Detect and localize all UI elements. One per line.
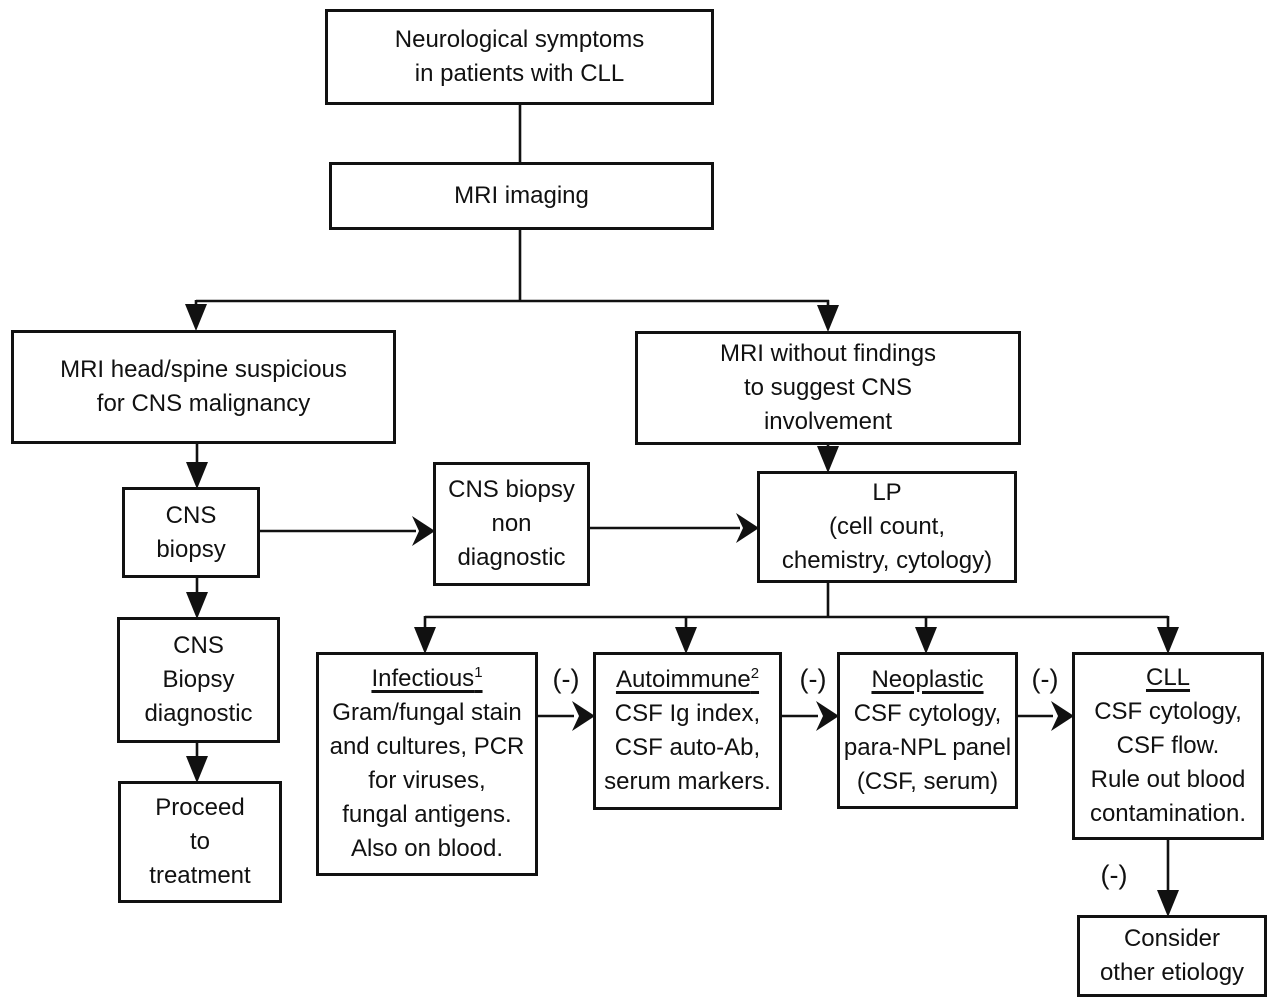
node-text: CSF cytology, para-NPL panel (CSF, serum…: [843, 699, 1012, 795]
edge-biopsy-to-diagnostic: [186, 578, 208, 619]
node-text: Gram/fungal stain and cultures, PCR for …: [329, 699, 525, 862]
arrowhead-icon: [816, 701, 839, 731]
arrowhead-icon: [414, 627, 436, 654]
edge-infectious-to-autoimmune: [538, 701, 595, 731]
arrowhead-icon: [185, 304, 207, 331]
arrowhead-icon: [412, 516, 435, 546]
node-text: CNS biopsy non diagnostic: [448, 476, 575, 571]
node-text: LP (cell count, chemistry, cytology): [781, 479, 993, 574]
edge-autoimmune-to-neoplastic: [782, 701, 839, 731]
node-neoplastic-workup: Neoplastic CSF cytology, para-NPL panel …: [837, 652, 1018, 809]
arrowhead-icon: [817, 305, 839, 332]
edge-mri-to-branches: [185, 230, 839, 332]
node-text: Consider other etiology: [1099, 925, 1245, 986]
arrowhead-icon: [1051, 701, 1074, 731]
node-title: Infectious1: [371, 664, 483, 692]
node-infectious-workup: Infectious1 Gram/fungal stain and cultur…: [316, 652, 538, 876]
arrowhead-icon: [572, 701, 595, 731]
footnote-superscript: 1: [474, 664, 483, 681]
arrowhead-icon: [1157, 890, 1179, 917]
edge-neoplastic-to-cll: [1018, 701, 1074, 731]
node-title: CLL: [1145, 664, 1191, 691]
node-autoimmune-workup: Autoimmune2 CSF Ig index, CSF auto-Ab, s…: [593, 652, 782, 810]
node-text: MRI head/spine suspicious for CNS malign…: [60, 356, 347, 417]
node-mri-imaging: MRI imaging: [329, 162, 714, 230]
arrowhead-icon: [186, 462, 208, 489]
node-mri-suspicious: MRI head/spine suspicious for CNS malign…: [11, 330, 396, 444]
node-text: CNS biopsy: [156, 501, 226, 563]
edge-label-negative-infectious: (-): [552, 664, 580, 694]
edge-nondiagnostic-to-lp: [590, 513, 759, 543]
node-title: Neoplastic: [871, 665, 984, 693]
arrowhead-icon: [186, 756, 208, 783]
node-cns-biopsy-non-diagnostic: CNS biopsy non diagnostic: [433, 462, 590, 586]
node-neurological-symptoms: Neurological symptoms in patients with C…: [325, 9, 714, 105]
arrowhead-icon: [736, 513, 759, 543]
edge-label-negative-autoimmune: (-): [799, 664, 827, 694]
node-title: Autoimmune2: [615, 665, 760, 693]
node-text: CNS Biopsy diagnostic: [144, 632, 253, 727]
node-cll-workup: CLL CSF cytology, CSF flow. Rule out blo…: [1072, 652, 1264, 840]
node-cns-biopsy-diagnostic: CNS Biopsy diagnostic: [117, 617, 280, 743]
node-proceed-to-treatment: Proceed to treatment: [118, 781, 282, 903]
node-text: CSF cytology, CSF flow. Rule out blood c…: [1089, 698, 1247, 827]
arrowhead-icon: [915, 627, 937, 654]
node-text: CSF Ig index, CSF auto-Ab, serum markers…: [604, 700, 771, 795]
arrowhead-icon: [1157, 627, 1179, 654]
node-lumbar-puncture: LP (cell count, chemistry, cytology): [757, 471, 1017, 583]
node-text: Proceed to treatment: [149, 794, 251, 889]
edge-label-negative-cll: (-): [1100, 860, 1128, 890]
arrowhead-icon: [817, 446, 839, 473]
node-cns-biopsy: CNS biopsy: [122, 487, 260, 578]
edge-label-negative-neoplastic: (-): [1031, 664, 1059, 694]
node-text: Neurological symptoms in patients with C…: [394, 26, 645, 87]
edge-cll-to-other-etiology: [1157, 840, 1179, 917]
arrowhead-icon: [186, 592, 208, 619]
node-text: MRI imaging: [454, 182, 589, 209]
arrowhead-icon: [675, 627, 697, 654]
edge-lp-to-workup-branches: [414, 583, 1179, 654]
edge-biopsy-to-nondiagnostic: [260, 516, 435, 546]
edge-mriclear-to-lp: [817, 445, 839, 473]
node-mri-without-findings: MRI without findings to suggest CNS invo…: [635, 331, 1021, 445]
node-consider-other-etiology: Consider other etiology: [1077, 915, 1267, 997]
node-text: MRI without findings to suggest CNS invo…: [719, 340, 937, 435]
edge-diagnostic-to-treatment: [186, 743, 208, 783]
edge-suspicious-to-biopsy: [186, 444, 208, 489]
footnote-superscript: 2: [750, 665, 760, 682]
